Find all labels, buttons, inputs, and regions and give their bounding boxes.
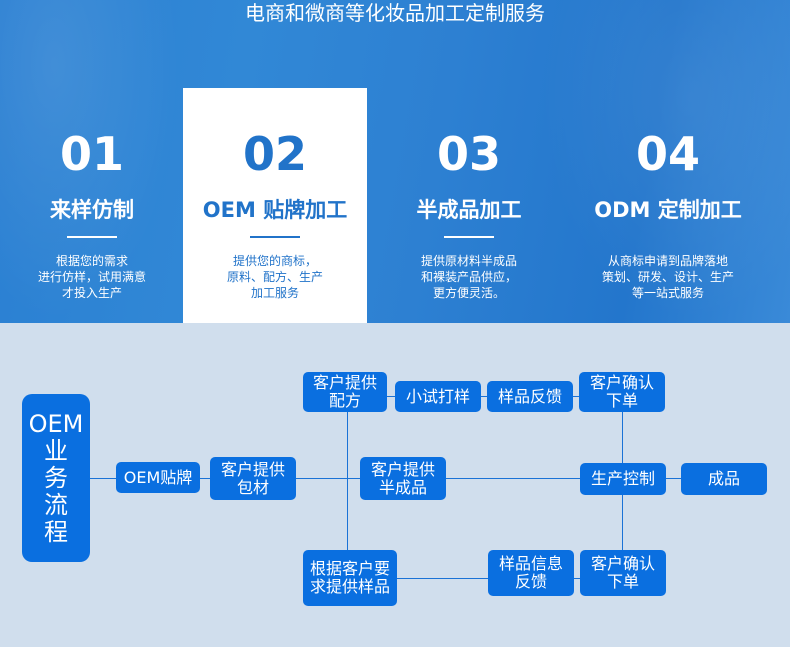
card-number: 02 [242, 127, 307, 181]
card-title: ODM 定制加工 [594, 198, 742, 222]
connector-line [666, 478, 681, 479]
card-number: 04 [635, 127, 700, 181]
connector-line [397, 578, 488, 579]
card-divider [444, 236, 494, 238]
connector-line [481, 396, 487, 397]
oem-flowchart: OEM 业 务 流 程 OEM贴牌 客户提供 包材 客户提供 配方 小试打样 样… [0, 323, 790, 647]
hero-title: 电商和微商等化妆品加工定制服务 [245, 1, 545, 25]
oem-process-root: OEM 业 务 流 程 [22, 394, 90, 562]
service-card-04[interactable]: 04 ODM 定制加工 从商标申请到品牌落地 策划、研发、设计、生产 等一站式服… [576, 88, 760, 323]
card-description: 提供您的商标， 原料、配方、生产 加工服务 [226, 254, 323, 300]
card-description: 从商标申请到品牌落地 策划、研发、设计、生产 等一站式服务 [601, 254, 734, 300]
finished-product-node: 成品 [681, 463, 767, 495]
hero-photo-overlay-left [0, 0, 180, 323]
sample-feedback-node: 样品反馈 [487, 381, 573, 412]
connector-line [387, 396, 395, 397]
card-number: 03 [436, 127, 501, 181]
card-description: 根据您的需求 进行仿样，试用满意 才投入生产 [37, 254, 146, 300]
service-card-01[interactable]: 01 来样仿制 根据您的需求 进行仿样，试用满意 才投入生产 [0, 88, 184, 323]
customer-packaging-node: 客户提供 包材 [210, 457, 296, 500]
confirm-order-bottom-node: 客户确认 下单 [580, 550, 666, 596]
customer-semi-finished-node: 客户提供 半成品 [360, 457, 446, 500]
connector-line [574, 578, 580, 579]
card-description: 提供原材料半成品 和裸装产品供应， 更方便灵活。 [420, 254, 517, 300]
card-title: 半成品加工 [416, 198, 522, 222]
provide-sample-node: 根据客户要 求提供样品 [303, 550, 397, 606]
service-card-03[interactable]: 03 半成品加工 提供原材料半成品 和裸装产品供应， 更方便灵活。 [377, 88, 561, 323]
hero-photo-overlay-right [540, 0, 790, 323]
production-control-node: 生产控制 [580, 463, 666, 495]
hero-banner: 电商和微商等化妆品加工定制服务 01 来样仿制 根据您的需求 进行仿样，试用满意… [0, 0, 790, 323]
card-title: 来样仿制 [50, 198, 134, 222]
connector-line [200, 478, 210, 479]
card-title: OEM 贴牌加工 [202, 198, 348, 222]
service-card-02[interactable]: 02 OEM 贴牌加工 提供您的商标， 原料、配方、生产 加工服务 [183, 88, 367, 323]
oem-label-node: OEM贴牌 [116, 462, 200, 493]
customer-formula-node: 客户提供 配方 [303, 372, 387, 412]
card-number: 01 [59, 127, 124, 181]
card-divider [250, 236, 300, 238]
trial-sample-node: 小试打样 [395, 381, 481, 412]
confirm-order-top-node: 客户确认 下单 [579, 372, 665, 412]
connector-line [347, 412, 348, 550]
card-divider [67, 236, 117, 238]
connector-line [296, 478, 360, 479]
connector-line [446, 478, 580, 479]
connector-line [90, 478, 116, 479]
connector-line [573, 396, 579, 397]
sample-info-feedback-node: 样品信息 反馈 [488, 550, 574, 596]
